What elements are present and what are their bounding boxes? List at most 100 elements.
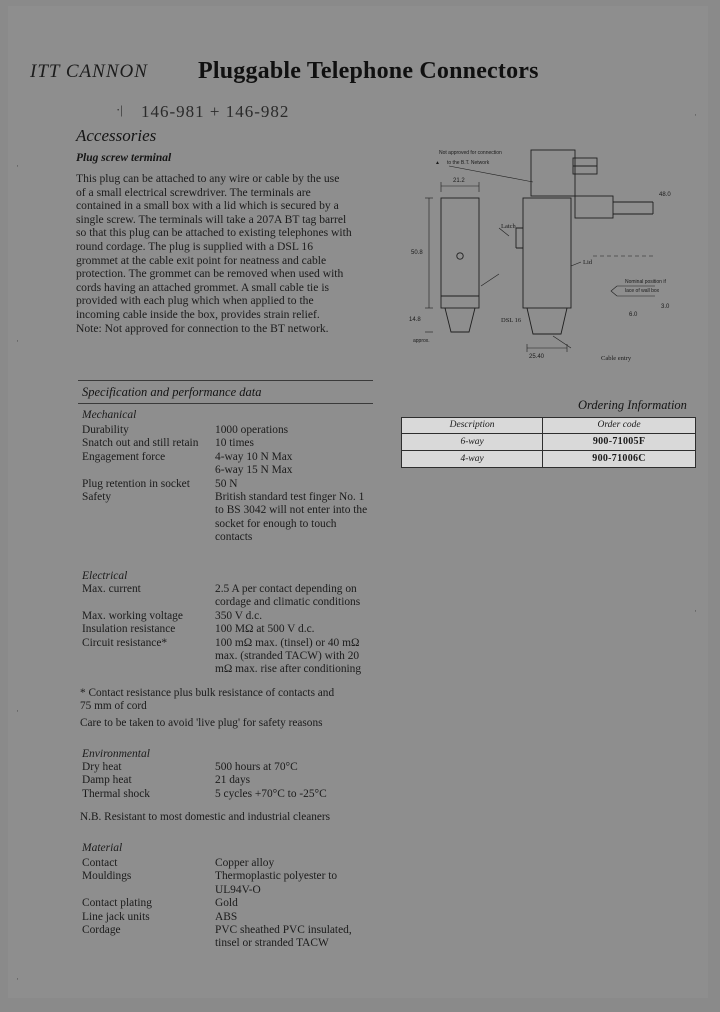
paragraph-line: of a small electrical screwdriver. The t… bbox=[76, 185, 311, 199]
spec-value: 4-way 10 N Max bbox=[215, 450, 293, 463]
divider-bottom bbox=[78, 403, 373, 404]
spec-row: UL94V-O bbox=[82, 884, 382, 897]
paragraph-line: incoming cable inside the box, provides … bbox=[76, 307, 320, 321]
spec-value: 2.5 A per contact depending on bbox=[215, 583, 357, 595]
spec-row: tinsel or stranded TACW bbox=[82, 937, 382, 950]
label-cable-entry: Cable entry bbox=[601, 355, 632, 362]
label-latch: Latch bbox=[501, 223, 517, 230]
paragraph-line: provided with each plug which when appli… bbox=[76, 294, 314, 308]
spec-label: Safety bbox=[82, 490, 112, 503]
spec-value: to BS 3042 will not enter into the bbox=[215, 504, 368, 517]
cell-description: 4-way bbox=[400, 450, 544, 468]
spec-value: Copper alloy bbox=[215, 857, 275, 869]
paragraph-line: so that this plug can be attached to exi… bbox=[76, 226, 352, 240]
dimension-right-width: 25.40 bbox=[529, 354, 545, 360]
brand-logo: ITT CANNON bbox=[30, 61, 148, 82]
column-header-order-code: Order code bbox=[542, 417, 696, 434]
dimension-left-height: 50.8 bbox=[411, 250, 423, 256]
section-heading-material: Material bbox=[82, 842, 123, 854]
spec-label: Engagement force bbox=[82, 450, 166, 463]
spec-table-material: Contact Copper alloy Mouldings Thermopla… bbox=[82, 857, 382, 951]
spec-value: 5 cycles +70°C to -25°C bbox=[215, 787, 327, 800]
spec-label: Insulation resistance bbox=[82, 623, 176, 636]
spec-row: Plug retention in socket 50 N bbox=[82, 478, 382, 491]
spec-label: Line jack units bbox=[82, 910, 150, 923]
spec-row: Mouldings Thermoplastic polyester to bbox=[82, 870, 382, 883]
electrical-footnote-line: * Contact resistance plus bulk resistanc… bbox=[80, 687, 335, 699]
divider-top bbox=[78, 380, 373, 381]
spec-label: Dry heat bbox=[82, 761, 122, 773]
spec-row: Contact Copper alloy bbox=[82, 857, 382, 870]
spec-value: 500 hours at 70°C bbox=[215, 761, 298, 773]
page-title: Pluggable Telephone Connectors bbox=[198, 58, 539, 84]
table-row: 4-way 900-71006C bbox=[400, 450, 696, 468]
spec-value: ABS bbox=[215, 910, 238, 923]
ordering-information-table: Description Order code 6-way 900-71005F … bbox=[400, 417, 696, 468]
dimension-left-small: 14.8 bbox=[409, 317, 421, 323]
spec-label: Circuit resistance* bbox=[82, 636, 168, 649]
spec-label: Damp heat bbox=[82, 774, 132, 787]
spec-row: Max. current 2.5 A per contact depending… bbox=[82, 583, 382, 596]
spec-row: mΩ max. rise after conditioning bbox=[82, 663, 382, 676]
spec-row: cordage and climatic conditions bbox=[82, 596, 382, 609]
spec-row: Snatch out and still retain 10 times bbox=[82, 437, 382, 450]
document-sheet: ITT CANNON Pluggable Telephone Connector… bbox=[8, 6, 708, 998]
plug-screw-terminal-subheading: Plug screw terminal bbox=[76, 152, 172, 164]
section-heading-environmental: Environmental bbox=[82, 748, 150, 760]
spec-table-electrical: Max. current 2.5 A per contact depending… bbox=[82, 583, 382, 677]
spec-value: 10 times bbox=[215, 437, 254, 450]
section-heading-electrical: Electrical bbox=[82, 570, 128, 582]
paragraph-line: cords having an attached grommet. A smal… bbox=[76, 280, 330, 294]
spec-row: Safety British standard test finger No. … bbox=[82, 491, 382, 504]
spec-label: Contact bbox=[82, 857, 118, 869]
spec-row: Contact plating Gold bbox=[82, 897, 382, 910]
spec-row: contacts bbox=[82, 531, 382, 544]
spec-row: Thermal shock 5 cycles +70°C to -25°C bbox=[82, 788, 382, 801]
spec-row: Circuit resistance* 100 mΩ max. (tinsel)… bbox=[82, 637, 382, 650]
spec-row: 6-way 15 N Max bbox=[82, 464, 382, 477]
spec-row: Engagement force 4-way 10 N Max bbox=[82, 451, 382, 464]
accessories-heading: Accessories bbox=[76, 126, 157, 145]
spec-row: Line jack units ABS bbox=[82, 911, 382, 924]
spec-value: 100 mΩ max. (tinsel) or 40 mΩ bbox=[215, 636, 360, 649]
spec-label: Durability bbox=[82, 424, 129, 436]
spec-value: Thermoplastic polyester to bbox=[215, 870, 338, 883]
dimension-right-tiny: 3.0 bbox=[661, 304, 670, 310]
spec-value: 6-way 15 N Max bbox=[215, 464, 293, 477]
drawing-svg: 21.2 50.8 14.8 approx. 48.0 25.40 6.0 3.… bbox=[409, 149, 671, 362]
cell-order-code: 900-71006C bbox=[542, 450, 696, 468]
spec-value: 350 V d.c. bbox=[215, 609, 263, 622]
specification-heading: Specification and performance data bbox=[82, 385, 262, 399]
table-header-row: Description Order code bbox=[400, 417, 696, 434]
spec-label: Max. working voltage bbox=[82, 609, 183, 622]
spec-value: UL94V-O bbox=[215, 883, 261, 896]
label-grommet: DSL 16 bbox=[501, 317, 522, 324]
table-row: 6-way 900-71005F bbox=[400, 433, 696, 451]
spec-row: Damp heat 21 days bbox=[82, 774, 382, 787]
handwritten-part-numbers: 146-981 + 146-982 bbox=[141, 102, 290, 121]
spec-label: Thermal shock bbox=[82, 787, 151, 800]
spec-row: Durability 1000 operations bbox=[82, 424, 382, 437]
dimension-top-width: 21.2 bbox=[453, 178, 465, 184]
spec-label: Max. current bbox=[82, 583, 141, 595]
paragraph-line: protection. The grommet can be removed w… bbox=[76, 267, 344, 281]
spec-row: socket for enough to touch bbox=[82, 518, 382, 531]
spec-value: 1000 operations bbox=[215, 424, 289, 436]
column-header-description: Description bbox=[400, 417, 544, 434]
paragraph-line: grommet at the cable exit point for neat… bbox=[76, 253, 327, 267]
spec-value: contacts bbox=[215, 531, 253, 544]
label-nominal-position-line1: Nominal position if bbox=[625, 279, 666, 285]
spec-label: Snatch out and still retain bbox=[82, 437, 199, 450]
electrical-footnote-line: 75 mm of cord bbox=[80, 700, 147, 712]
spec-value: PVC sheathed PVC insulated, bbox=[215, 923, 352, 936]
spec-value: socket for enough to touch bbox=[215, 517, 337, 530]
paragraph-line: single screw. The terminals will take a … bbox=[76, 212, 347, 226]
spec-row: to BS 3042 will not enter into the bbox=[82, 504, 382, 517]
environmental-footnote-line: N.B. Resistant to most domestic and indu… bbox=[80, 811, 331, 823]
dimension-right-small: 6.0 bbox=[629, 312, 638, 318]
paragraph-line: Note: Not approved for connection to the… bbox=[76, 321, 329, 335]
spec-row: Max. working voltage 350 V d.c. bbox=[82, 610, 382, 623]
paragraph-line: contained in a small box with a lid whic… bbox=[76, 199, 339, 213]
spec-label: Contact plating bbox=[82, 897, 152, 910]
